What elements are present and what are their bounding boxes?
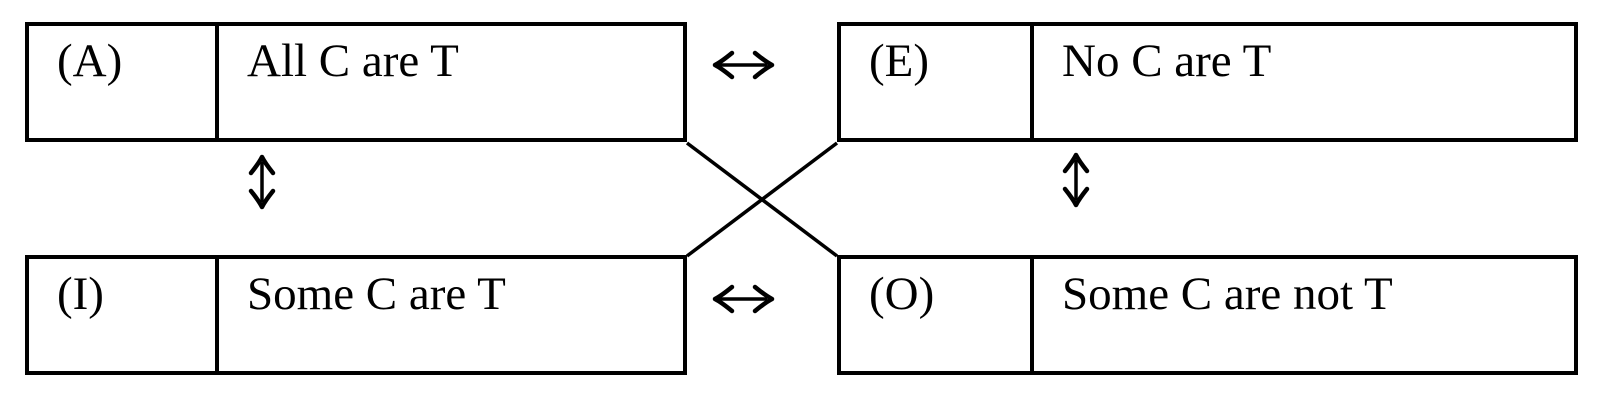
proposition-box-e: (E) No C are T (837, 22, 1578, 142)
proposition-statement-cell: Some C are T (219, 259, 683, 371)
proposition-box-i: (I) Some C are T (25, 255, 687, 375)
proposition-code: (E) (869, 35, 930, 87)
proposition-code-cell: (E) (841, 26, 1034, 138)
left-right-arrow-bottom-icon (712, 284, 775, 314)
proposition-statement: No C are T (1062, 35, 1272, 87)
up-down-arrow-left-icon (248, 154, 276, 210)
proposition-code-cell: (A) (29, 26, 219, 138)
proposition-statement-cell: All C are T (219, 26, 683, 138)
proposition-code-cell: (O) (841, 259, 1034, 371)
up-down-arrow-right-icon (1062, 152, 1090, 208)
proposition-code: (O) (869, 268, 935, 320)
proposition-statement: Some C are not T (1062, 268, 1393, 320)
proposition-statement-cell: No C are T (1034, 26, 1574, 138)
proposition-box-a: (A) All C are T (25, 22, 687, 142)
proposition-statement-cell: Some C are not T (1034, 259, 1574, 371)
left-right-arrow-top-icon (712, 50, 775, 80)
proposition-box-o: (O) Some C are not T (837, 255, 1578, 375)
proposition-statement: Some C are T (247, 268, 506, 320)
proposition-code: (I) (57, 268, 104, 320)
proposition-code-cell: (I) (29, 259, 219, 371)
contradiction-line-e-i-icon (685, 141, 839, 258)
proposition-statement: All C are T (247, 35, 459, 87)
proposition-code: (A) (57, 35, 123, 87)
